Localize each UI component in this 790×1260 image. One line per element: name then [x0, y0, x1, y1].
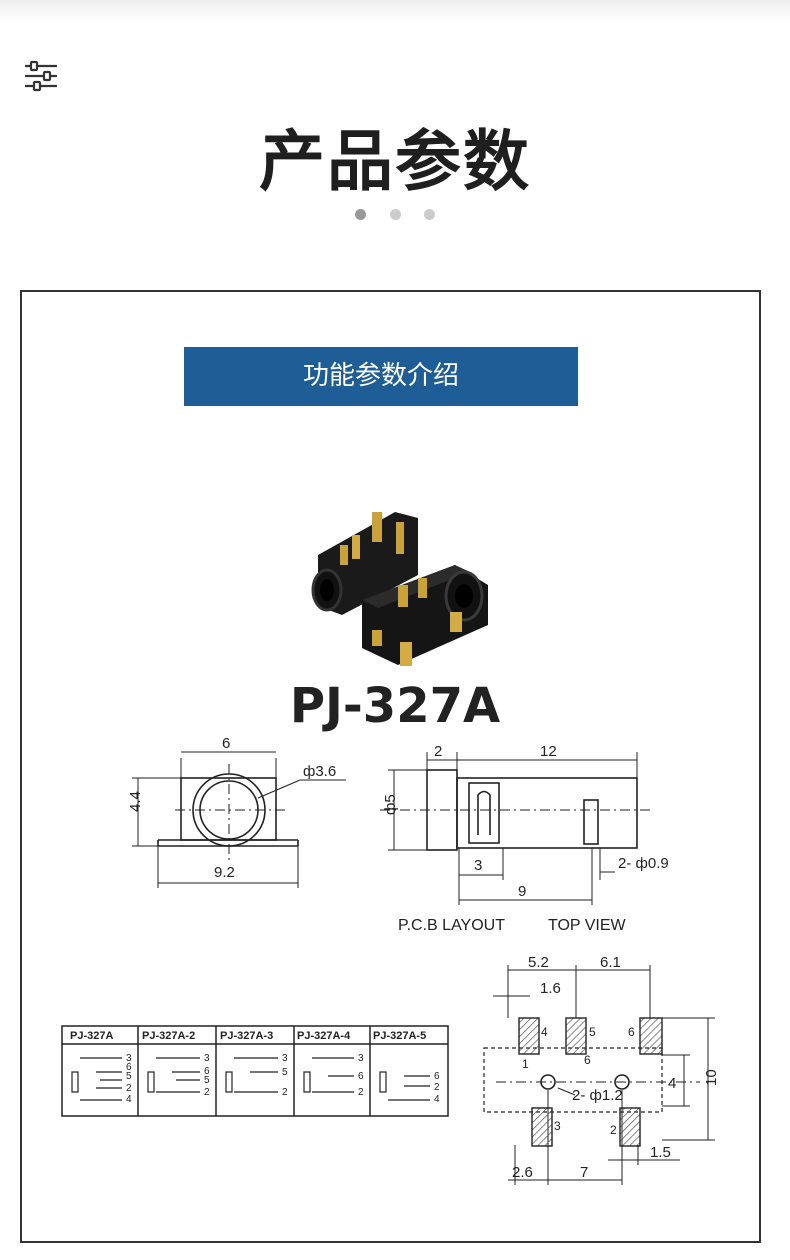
spec-frame — [20, 290, 761, 1243]
variant-header: PJ-327A-4 — [297, 1030, 351, 1042]
pad — [619, 1107, 641, 1147]
pin-label: 2 — [126, 1083, 132, 1094]
carousel-dots — [0, 205, 790, 224]
dim-side-left: 2 — [434, 743, 442, 760]
side-view — [380, 752, 650, 905]
pin-label: 6 — [358, 1071, 364, 1082]
variant-header: PJ-327A-2 — [142, 1030, 195, 1042]
pad-label: 6 — [584, 1053, 591, 1067]
pad — [531, 1107, 553, 1147]
pin-label: 2 — [282, 1087, 288, 1098]
top-shade — [0, 0, 790, 22]
page-title: 产品参数 — [259, 123, 531, 200]
variant-header: PJ-327A-3 — [220, 1030, 273, 1042]
dim-pcb-g: 2.6 — [512, 1164, 533, 1181]
pad-label: 4 — [541, 1025, 548, 1039]
caption-pcb: P.C.B LAYOUT — [398, 917, 505, 934]
product-model: PJ-327A — [289, 678, 501, 734]
pad-label: 5 — [589, 1025, 596, 1039]
dim-pcb-f: 1.5 — [650, 1144, 671, 1161]
pcb-pads — [518, 1017, 663, 1147]
carousel-dot[interactable] — [389, 209, 401, 220]
dim-pcb-holes: 2- ф1.2 — [572, 1087, 623, 1104]
pin-label: 4 — [434, 1094, 440, 1105]
dim-pcb-c: 1.6 — [540, 980, 561, 997]
pin-label: 3 — [204, 1053, 210, 1064]
pin-label: 3 — [126, 1053, 132, 1064]
caption-top: TOP VIEW — [548, 917, 627, 934]
pin-label: 2 — [204, 1087, 210, 1098]
pin-label: 2 — [434, 1082, 440, 1093]
pad-label: 1 — [522, 1057, 529, 1071]
dim-side-diameter: ф5 — [382, 794, 399, 815]
pin-label: 6 — [204, 1066, 210, 1077]
dim-pcb-b: 6.1 — [600, 954, 621, 971]
pin-label: 3 — [282, 1053, 288, 1064]
pad — [565, 1017, 587, 1055]
jack-back — [311, 512, 418, 615]
pad-label: 6 — [628, 1025, 635, 1039]
pin-label: 6 — [126, 1062, 132, 1073]
pcb-layout — [483, 965, 715, 1185]
dim-pcb-d: 4 — [668, 1075, 676, 1092]
dim-pcb-e: 10 — [703, 1069, 720, 1086]
carousel-dot[interactable] — [355, 209, 367, 220]
dim-front-base: 9.2 — [214, 864, 235, 881]
pin-label: 3 — [358, 1053, 364, 1064]
dim-side-offset: 3 — [474, 857, 482, 874]
dim-front-width: 6 — [222, 735, 230, 752]
section-banner: 功能参数介绍 — [184, 347, 578, 406]
pin-label: 2 — [358, 1087, 364, 1098]
jack-front — [362, 565, 488, 666]
pad — [518, 1017, 540, 1055]
dim-front-hole: ф3.6 — [303, 763, 336, 780]
front-view — [132, 751, 346, 888]
dim-pcb-a: 5.2 — [528, 954, 549, 971]
pin-label: 5 — [282, 1067, 288, 1078]
pad-label: 3 — [554, 1119, 561, 1133]
pin-label: 5 — [204, 1075, 210, 1086]
variant-schematics — [71, 1057, 430, 1101]
dim-front-height: 4.4 — [127, 791, 144, 812]
sliders-icon[interactable] — [22, 58, 60, 94]
variant-header: PJ-327A-5 — [373, 1030, 426, 1042]
pin-label: 4 — [126, 1094, 132, 1105]
pin-label: 5 — [126, 1071, 132, 1082]
pad-label: 2 — [610, 1123, 617, 1137]
pad — [639, 1017, 663, 1055]
variant-table — [61, 1025, 449, 1117]
dim-side-pins: 2- ф0.9 — [618, 855, 669, 872]
dim-side-total: 12 — [540, 743, 557, 760]
dim-pcb-h: 7 — [580, 1164, 588, 1181]
pin-label: 6 — [434, 1071, 440, 1082]
carousel-dot[interactable] — [423, 209, 435, 220]
variant-header: PJ-327A — [70, 1030, 113, 1042]
dim-side-span: 9 — [518, 883, 526, 900]
